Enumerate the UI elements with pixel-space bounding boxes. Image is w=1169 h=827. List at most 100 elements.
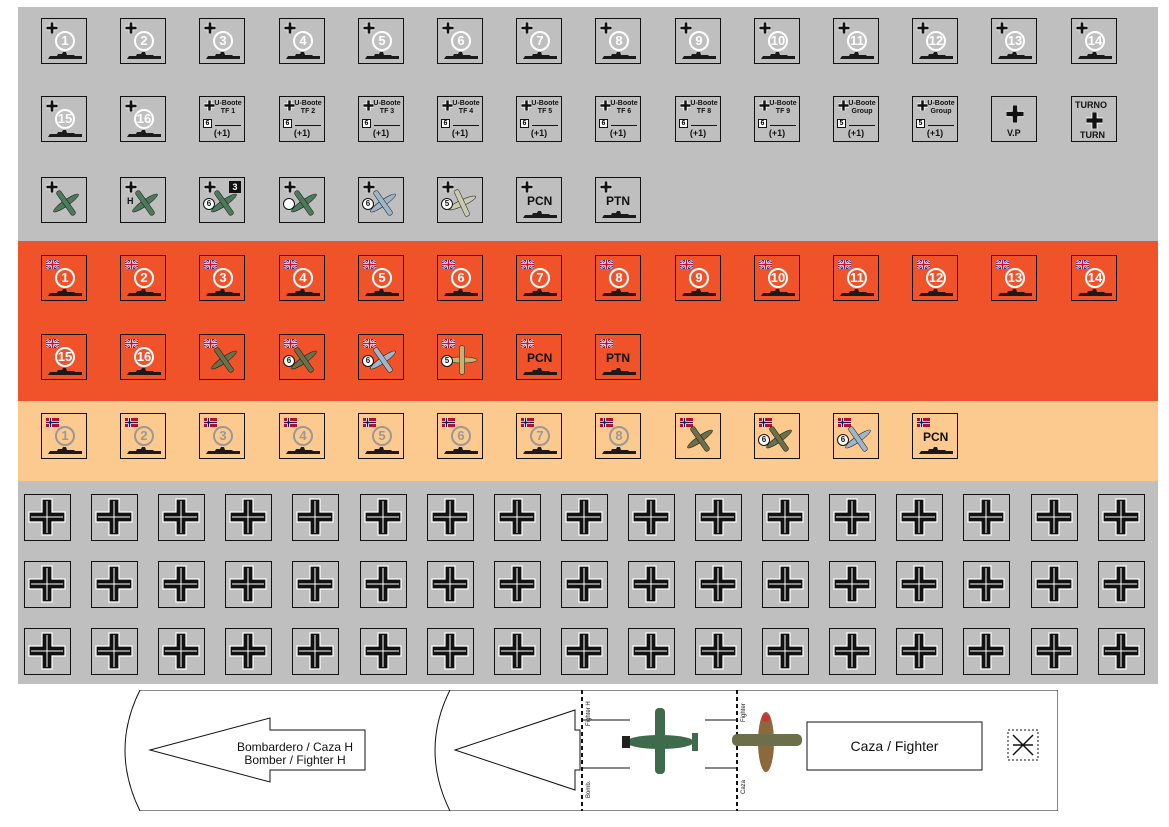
uboat-modifier: (+1) (847, 128, 865, 138)
uboat-title-line1: U-Boote (294, 100, 322, 107)
uboat-strength: 6 (758, 119, 767, 128)
german-ship-counter: 1 (41, 18, 87, 64)
union-jack-icon (442, 339, 455, 348)
balkenkreuz-icon (95, 498, 133, 536)
air-strength-tag: 6 (758, 434, 770, 446)
balkenkreuz-icon (521, 22, 533, 34)
ship-number: 8 (609, 31, 629, 51)
ship-silhouette-icon (127, 130, 161, 137)
british-ship-counter: 3 (199, 255, 245, 301)
aircraft-icon (53, 190, 79, 216)
german-air-counter: 5 (437, 177, 483, 223)
norway-flag-icon (600, 418, 613, 427)
balkenkreuz-icon (46, 22, 58, 34)
ship-number: 10 (768, 268, 788, 288)
norway-flag-icon (838, 418, 851, 427)
balkenkreuz-icon (917, 22, 929, 34)
balkenkreuz-icon (833, 632, 871, 670)
balkenkreuz-icon (900, 632, 938, 670)
union-jack-icon (363, 339, 376, 348)
ship-silhouette-icon (602, 289, 636, 296)
ship-silhouette-icon (840, 289, 874, 296)
norway-ship-counter: 6 (437, 413, 483, 459)
ship-silhouette-icon (523, 447, 557, 454)
balkenkreuz-icon (1102, 498, 1140, 536)
uboat-strength: 6 (362, 119, 371, 128)
balkenkreuz-icon (204, 100, 215, 111)
ship-number: 8 (609, 268, 629, 288)
balkenkreuz-icon (1086, 112, 1103, 129)
union-jack-icon (442, 260, 455, 269)
vp-label: V.P (1007, 128, 1021, 138)
ship-silhouette-icon (998, 52, 1032, 59)
cross-marker-counter (1098, 494, 1145, 541)
uboat-strength: 6 (441, 119, 450, 128)
british-air-counter: 6 (279, 334, 325, 380)
balkenkreuz-icon (296, 565, 334, 603)
balkenkreuz-icon (28, 498, 66, 536)
turn-label-top: TURNO (1075, 100, 1107, 110)
uboat-title-line1: U-Boote (373, 100, 401, 107)
ship-number: 6 (451, 268, 471, 288)
union-jack-icon (759, 260, 772, 269)
air-strength-tag: 6 (837, 434, 849, 446)
norway-flag-icon (521, 418, 534, 427)
balkenkreuz-icon (759, 22, 771, 34)
cross-marker-counter (292, 561, 339, 608)
uboat-modifier: (+1) (293, 128, 311, 138)
union-jack-icon (125, 260, 138, 269)
cross-marker-counter (225, 628, 272, 675)
norway-ship-counter: 4 (279, 413, 325, 459)
air-strength-tag: 6 (283, 355, 295, 367)
ship-number: 4 (293, 268, 313, 288)
uboat-title-line1: U-Boote (610, 100, 638, 107)
aircraft-icon (370, 347, 396, 373)
norway-ship-counter: 2 (120, 413, 166, 459)
cross-marker-counter (628, 494, 675, 541)
uboat-title-line2: TF 5 (537, 108, 553, 115)
norway-flag-icon (125, 418, 138, 427)
norway-band (18, 401, 1158, 481)
cross-marker-counter (963, 494, 1010, 541)
ship-number: 4 (293, 426, 313, 446)
balkenkreuz-icon (125, 181, 137, 193)
german-port-counter: PCN (516, 177, 562, 223)
uboat-track-line (215, 125, 241, 126)
german-ship-counter: 2 (120, 18, 166, 64)
union-jack-icon (284, 339, 297, 348)
union-jack-icon (46, 339, 59, 348)
balkenkreuz-icon (766, 632, 804, 670)
uboat-strength: 6 (520, 119, 529, 128)
balkenkreuz-icon (95, 632, 133, 670)
balkenkreuz-icon (565, 498, 603, 536)
ship-silhouette-icon (1078, 289, 1112, 296)
cross-marker-counter (24, 561, 71, 608)
ship-silhouette-icon (48, 289, 82, 296)
british-air-counter: 6 (358, 334, 404, 380)
uboat-modifier: (+1) (926, 128, 944, 138)
uboat-title-line2: TF 2 (300, 108, 316, 115)
ship-number: 3 (213, 426, 233, 446)
union-jack-icon (46, 260, 59, 269)
air-strength-tag: 5 (441, 198, 453, 210)
cross-marker-counter (561, 561, 608, 608)
norway-flag-icon (442, 418, 455, 427)
balkenkreuz-icon (632, 565, 670, 603)
ship-silhouette-icon (602, 368, 636, 375)
cross-marker-counter (494, 628, 541, 675)
union-jack-icon (996, 260, 1009, 269)
cross-marker-counter (963, 561, 1010, 608)
balkenkreuz-icon (699, 565, 737, 603)
german-ship-counter: 13 (991, 18, 1037, 64)
ship-silhouette-icon (602, 52, 636, 59)
balkenkreuz-icon (431, 632, 469, 670)
aircraft-icon (845, 426, 871, 452)
german-ship-counter: 10 (754, 18, 800, 64)
